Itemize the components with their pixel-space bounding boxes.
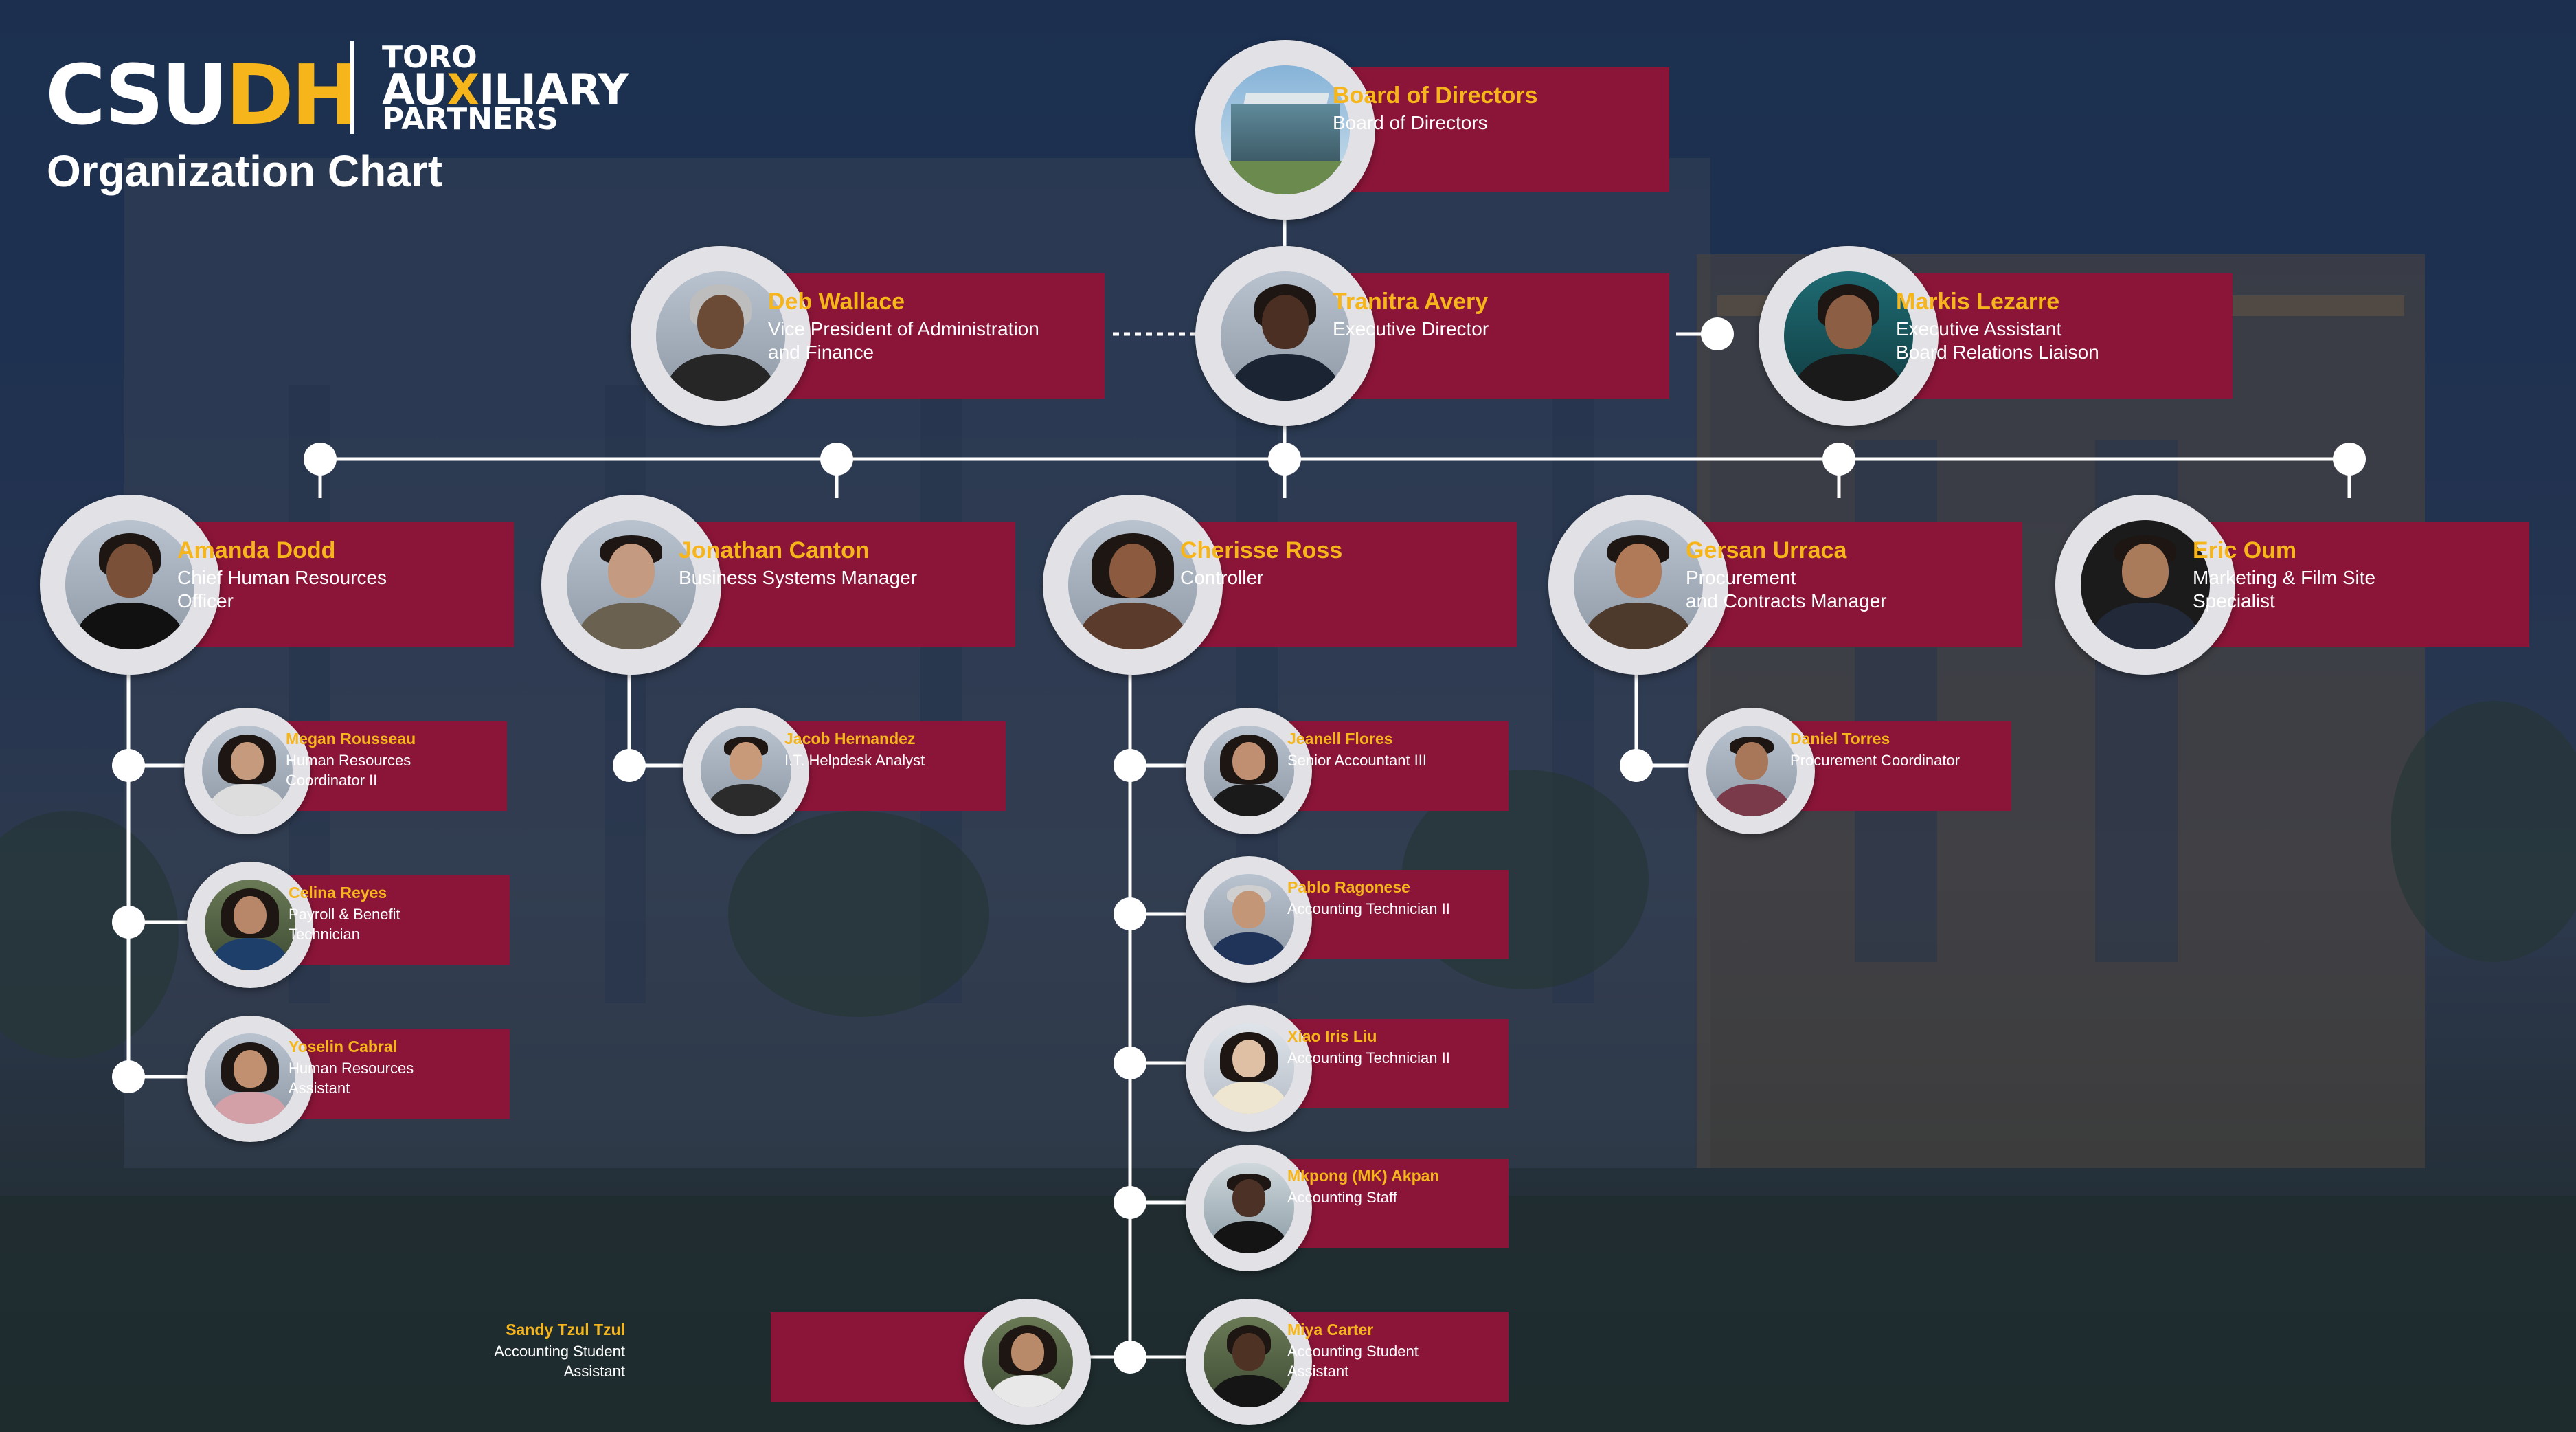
connector-dot xyxy=(112,749,145,782)
page-title: Organization Chart xyxy=(47,146,443,196)
node-name: Xiao Iris Liu xyxy=(1287,1027,1377,1045)
logo-csudh-wordmark: CSUDH xyxy=(45,48,360,144)
logo-csu-text: CSU xyxy=(45,48,228,144)
node-name: Markis Lezarre xyxy=(1896,289,2060,315)
background-palm-tree xyxy=(2391,701,2576,962)
node-name: Jeanell Flores xyxy=(1287,730,1393,748)
avatar xyxy=(1186,708,1312,834)
node-role: Accounting Student Assistant xyxy=(494,1343,625,1380)
background-window xyxy=(605,385,646,1003)
avatar xyxy=(187,862,313,988)
node-name: Deb Wallace xyxy=(768,289,905,315)
avatar xyxy=(1186,1005,1312,1132)
node-role: Controller xyxy=(1180,567,1264,588)
node-role: Vice President of Administration and Fin… xyxy=(768,318,1039,363)
node-name: Miya Carter xyxy=(1287,1321,1374,1339)
avatar xyxy=(631,246,811,426)
avatar xyxy=(1688,708,1815,834)
avatar xyxy=(2055,495,2235,675)
logo-auxiliary-part-a: AU xyxy=(382,65,447,115)
avatar xyxy=(1186,856,1312,983)
avatar xyxy=(1186,1145,1312,1271)
connector-dot xyxy=(613,749,646,782)
connector-dot xyxy=(820,443,853,476)
node-name: Sandy Tzul Tzul xyxy=(506,1321,625,1339)
connector-dot xyxy=(2333,443,2366,476)
node-role: Executive Assistant Board Relations Liai… xyxy=(1896,318,2099,363)
logo-auxiliary-part-b: ILIARY xyxy=(479,65,629,115)
avatar xyxy=(683,708,809,834)
node-name: Yoselin Cabral xyxy=(289,1038,398,1055)
logo-auxiliary-text: AUXILIARY xyxy=(382,65,629,115)
connector-dot xyxy=(112,906,145,939)
node-role: Human Resources Coordinator II xyxy=(286,752,411,789)
connector-dot xyxy=(1822,443,1855,476)
avatar xyxy=(541,495,721,675)
background-palm-tree xyxy=(728,811,989,1017)
avatar xyxy=(964,1299,1091,1425)
avatar xyxy=(187,1016,313,1142)
node-role: Accounting Technician II xyxy=(1287,900,1450,917)
connector-dot xyxy=(112,1060,145,1093)
connector-dot xyxy=(1114,749,1146,782)
node-name: Board of Directors xyxy=(1333,82,1538,109)
node-name: Gersan Urraca xyxy=(1686,537,1847,563)
logo-toro-text: TORO xyxy=(382,40,477,75)
node-name: Jacob Hernandez xyxy=(784,730,916,748)
avatar xyxy=(1186,1299,1312,1425)
node-role: Accounting Staff xyxy=(1287,1189,1397,1206)
node-role: Human Resources Assistant xyxy=(289,1060,414,1097)
node-role: Payroll & Benefit Technician xyxy=(289,906,400,943)
node-role: Procurement and Contracts Manager xyxy=(1686,567,1887,612)
node-role: Chief Human Resources Officer xyxy=(177,567,387,612)
node-role: Accounting Student Assistant xyxy=(1287,1343,1419,1380)
logo-dh-text: DH xyxy=(225,48,360,144)
node-role: Accounting Technician II xyxy=(1287,1049,1450,1066)
node-name: Eric Oum xyxy=(2193,537,2297,563)
node-name: Jonathan Canton xyxy=(679,537,870,563)
node-role: Procurement Coordinator xyxy=(1790,752,1961,769)
avatar xyxy=(40,495,220,675)
node-name: Amanda Dodd xyxy=(177,537,336,563)
avatar xyxy=(1043,495,1223,675)
node-name: Megan Rousseau xyxy=(286,730,416,748)
logo-divider xyxy=(350,41,354,134)
avatar xyxy=(184,708,310,834)
node-name: Tranitra Avery xyxy=(1333,289,1489,315)
node-name: Mkpong (MK) Akpan xyxy=(1287,1167,1440,1185)
node-role: I.T. Helpdesk Analyst xyxy=(784,752,925,769)
node-role: Business Systems Manager xyxy=(679,567,918,588)
connector-dot xyxy=(1114,1186,1146,1219)
connector-dot xyxy=(1268,443,1301,476)
connector-dot xyxy=(1620,749,1653,782)
node-role: Executive Director xyxy=(1333,318,1489,339)
node-name: Cherisse Ross xyxy=(1180,537,1343,563)
board-photo xyxy=(1195,40,1375,220)
connector-dot xyxy=(1701,317,1734,350)
node-role: Board of Directors xyxy=(1333,112,1488,133)
logo-partners-text: PARTNERS xyxy=(382,102,558,137)
avatar xyxy=(1195,246,1375,426)
node-name: Celina Reyes xyxy=(289,884,387,902)
connector-dot xyxy=(1114,897,1146,930)
avatar xyxy=(1548,495,1728,675)
logo-auxiliary-x: X xyxy=(447,65,479,115)
node-name: Daniel Torres xyxy=(1790,730,1890,748)
node-role: Marketing & Film Site Specialist xyxy=(2193,567,2376,612)
node-name: Pablo Ragonese xyxy=(1287,878,1410,896)
connector-dot xyxy=(1114,1047,1146,1079)
connector-dot xyxy=(1114,1341,1146,1374)
avatar xyxy=(1759,246,1939,426)
node-role: Senior Accountant III xyxy=(1287,752,1427,769)
background-palm-tree xyxy=(0,811,179,1058)
connector-dot xyxy=(304,443,337,476)
